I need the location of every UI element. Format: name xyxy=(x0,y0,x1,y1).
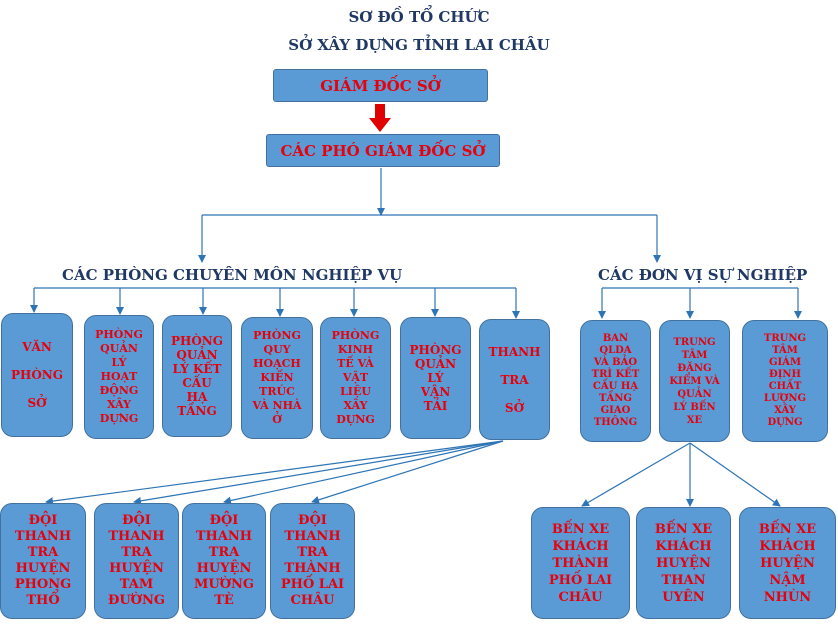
unit-quality-center: TRUNG TÂM GIÁM ĐỊNH CHẤT LƯỢNG XÂY DỰNG xyxy=(742,320,828,442)
team-label: ĐỘI THANH TRA THÀNH PHỐ LAI CHÂU xyxy=(280,513,345,608)
department-economics: PHÒNG KINH TẾ VÀ VẬT LIỆU XÂY DỰNG xyxy=(320,317,391,439)
unit-label: BAN QLDA VÀ BẢO TRÌ KẾT CẤU HẠ TẦNG GIAO… xyxy=(591,333,640,428)
inspection-team-tam-duong: ĐỘI THANH TRA HUYỆN TAM ĐƯỜNG xyxy=(94,503,179,619)
department-label: PHÒNG QUẢN LÝ KẾT CẤU HẠ TẦNG xyxy=(170,334,224,418)
department-label: PHÒNG QUY HOẠCH KIẾN TRÚC VÀ NHÀ Ở xyxy=(252,329,302,426)
chart-subtitle: SỞ XÂY DỰNG TỈNH LAI CHÂU xyxy=(288,36,550,54)
director-box: GIÁM ĐỐC SỞ xyxy=(273,69,488,102)
team-label: ĐỘI THANH TRA HUYỆN MƯỜNG TÈ xyxy=(193,513,255,608)
deputies-box: CÁC PHÓ GIÁM ĐỐC SỞ xyxy=(266,134,500,167)
inspection-team-muong-te: ĐỘI THANH TRA HUYỆN MƯỜNG TÈ xyxy=(182,503,266,619)
department-planning: PHÒNG QUY HOẠCH KIẾN TRÚC VÀ NHÀ Ở xyxy=(241,317,313,439)
team-label: ĐỘI THANH TRA HUYỆN TAM ĐƯỜNG xyxy=(107,513,165,608)
bus-station-nam-nhun: BẾN XE KHÁCH HUYỆN NẬM NHÙN xyxy=(739,507,836,619)
unit-project-management: BAN QLDA VÀ BẢO TRÌ KẾT CẤU HẠ TẦNG GIAO… xyxy=(580,320,651,442)
station-label: BẾN XE KHÁCH THÀNH PHỐ LAI CHÂU xyxy=(548,521,613,605)
departments-heading: CÁC PHÒNG CHUYÊN MÔN NGHIỆP VỤ xyxy=(62,266,403,284)
department-construction: PHÒNG QUẢN LÝ HOẠT ĐỘNG XÂY DỰNG xyxy=(84,315,154,439)
units-heading: CÁC ĐƠN VỊ SỰ NGHIỆP xyxy=(598,266,808,284)
department-office: VĂN PHÒNG SỞ xyxy=(1,313,73,437)
department-label: PHÒNG KINH TẾ VÀ VẬT LIỆU XÂY DỰNG xyxy=(331,329,380,426)
unit-label: TRUNG TÂM GIÁM ĐỊNH CHẤT LƯỢNG XÂY DỰNG xyxy=(763,333,807,428)
chart-title: SƠ ĐỒ TỔ CHỨC xyxy=(348,8,490,26)
department-label: PHÒNG QUẢN LÝ VẬN TẢI xyxy=(409,343,462,413)
inspection-team-lai-chau-city: ĐỘI THANH TRA THÀNH PHỐ LAI CHÂU xyxy=(270,503,355,619)
unit-registration-center: TRUNG TÂM ĐĂNG KIỂM VÀ QUẢN LÝ BẾN XE xyxy=(659,320,730,442)
inspection-team-phong-tho: ĐỘI THANH TRA HUYỆN PHONG THỔ xyxy=(0,503,86,619)
unit-label: TRUNG TÂM ĐĂNG KIỂM VÀ QUẢN LÝ BẾN XE xyxy=(669,336,720,426)
department-label: PHÒNG QUẢN LÝ HOẠT ĐỘNG XÂY DỰNG xyxy=(95,328,143,425)
station-label: BẾN XE KHÁCH HUYỆN THAN UYÊN xyxy=(654,521,713,605)
station-label: BẾN XE KHÁCH HUYỆN NẬM NHÙN xyxy=(758,521,817,605)
bus-station-lai-chau-city: BẾN XE KHÁCH THÀNH PHỐ LAI CHÂU xyxy=(531,507,630,619)
deputies-label: CÁC PHÓ GIÁM ĐỐC SỞ xyxy=(280,141,486,160)
department-label: THANH TRA SỞ xyxy=(488,344,541,415)
department-transport: PHÒNG QUẢN LÝ VẬN TẢI xyxy=(400,317,471,439)
team-label: ĐỘI THANH TRA HUYỆN PHONG THỔ xyxy=(14,513,72,608)
department-inspection: THANH TRA SỞ xyxy=(479,319,550,440)
department-infrastructure: PHÒNG QUẢN LÝ KẾT CẤU HẠ TẦNG xyxy=(162,315,232,437)
director-label: GIÁM ĐỐC SỞ xyxy=(320,76,441,95)
bus-station-than-uyen: BẾN XE KHÁCH HUYỆN THAN UYÊN xyxy=(636,507,731,619)
department-label: VĂN PHÒNG SỞ xyxy=(10,340,64,410)
main-arrow xyxy=(369,104,391,132)
